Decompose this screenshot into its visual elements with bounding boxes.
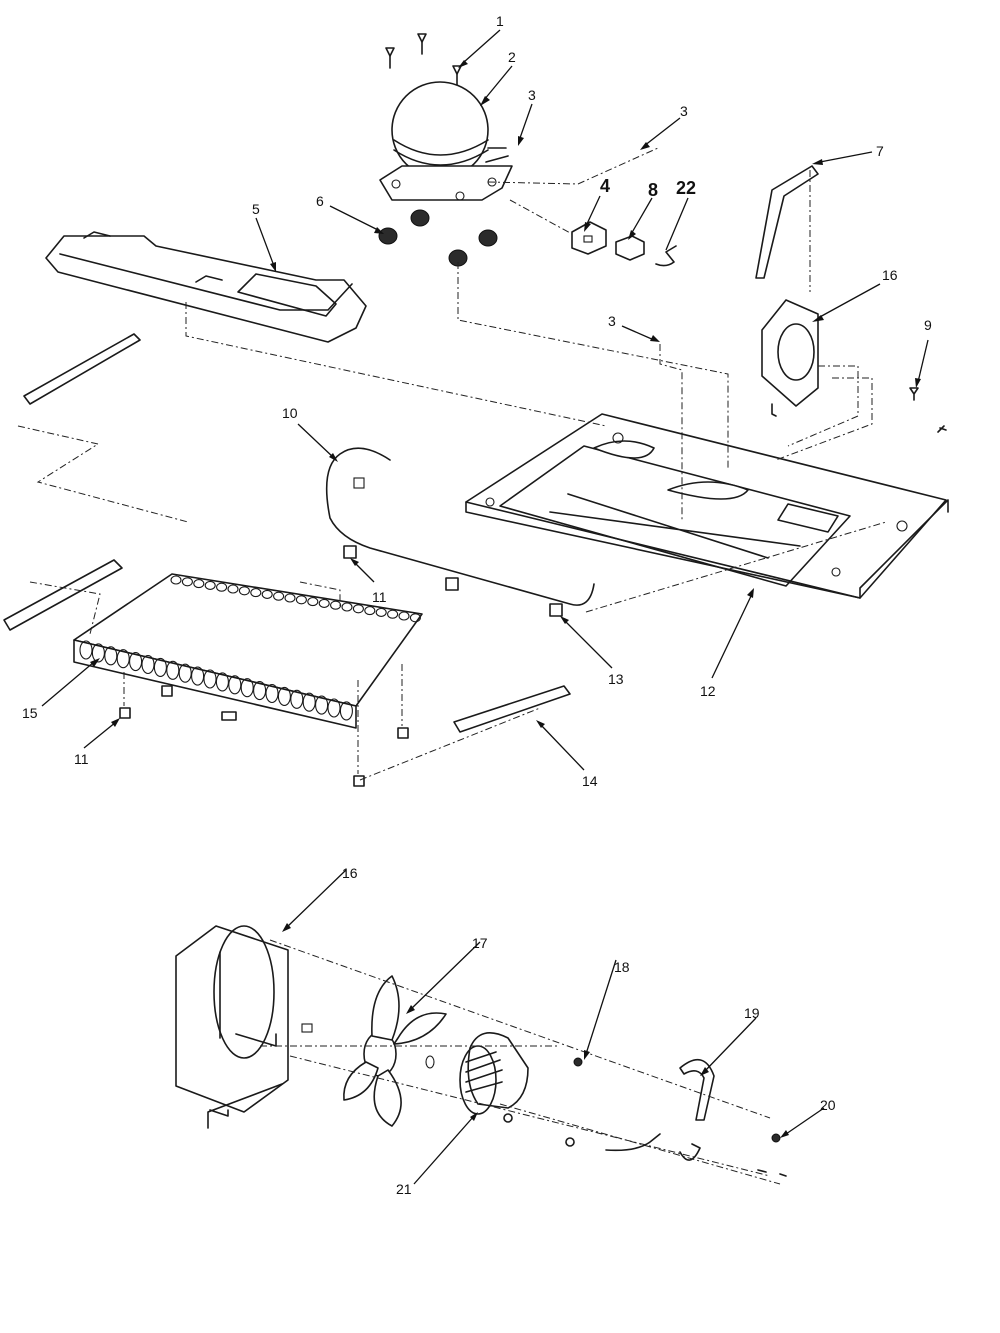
callout-11b: 11 xyxy=(74,751,89,767)
callout-12: 12 xyxy=(700,683,716,699)
callout-22: 22 xyxy=(676,178,696,198)
compressor xyxy=(379,81,513,201)
callout-9: 9 xyxy=(924,317,932,333)
callout-3c: 3 xyxy=(608,313,616,329)
callout-5: 5 xyxy=(252,201,260,217)
callout-18: 18 xyxy=(614,959,630,975)
callout-17: 17 xyxy=(472,935,488,951)
callout-14: 14 xyxy=(582,773,598,789)
callout-3a: 3 xyxy=(528,87,536,103)
motor-bracket xyxy=(679,1058,715,1121)
callout-16a: 16 xyxy=(882,267,898,283)
fan-shroud-lower xyxy=(175,925,289,1129)
callout-7: 7 xyxy=(876,143,884,159)
clips xyxy=(119,545,563,787)
callout-3b: 3 xyxy=(680,103,688,119)
callout-13: 13 xyxy=(608,671,624,687)
callout-19: 19 xyxy=(744,1005,760,1021)
relay xyxy=(571,221,607,255)
callout-4: 4 xyxy=(600,176,610,196)
callout-21: 21 xyxy=(396,1181,412,1197)
fan-shroud-upper xyxy=(761,299,819,417)
overload xyxy=(615,235,645,261)
callout-10: 10 xyxy=(282,405,298,421)
bracket-strip xyxy=(755,165,819,279)
fan-motor xyxy=(459,1032,529,1115)
screws-9 xyxy=(909,387,947,433)
base-plate xyxy=(465,413,949,599)
heater-wire xyxy=(325,447,595,606)
foam-strip-upper xyxy=(23,333,141,405)
callout-15: 15 xyxy=(22,705,38,721)
callout-11a: 11 xyxy=(372,589,387,605)
callout-6: 6 xyxy=(316,193,324,209)
relay-clip xyxy=(655,245,677,267)
mounting-hardware xyxy=(503,1057,787,1177)
compressor-screws xyxy=(385,33,462,87)
grommets xyxy=(378,209,498,267)
callout-2: 2 xyxy=(508,49,516,65)
assembly-lines xyxy=(17,147,887,781)
assembly-lines-lower xyxy=(260,939,781,1185)
condenser-coil xyxy=(73,573,423,729)
callout-labels: 1 2 3 3 4 8 22 6 5 7 16 9 3 10 11 13 12 … xyxy=(22,13,932,1197)
callout-8: 8 xyxy=(648,180,658,200)
callout-leaders xyxy=(41,29,929,1185)
drain-pan xyxy=(45,231,367,343)
callout-1: 1 xyxy=(496,13,504,29)
foam-strip-lower xyxy=(453,685,571,733)
foam-strip-middle xyxy=(3,559,123,631)
callout-16b: 16 xyxy=(342,865,358,881)
callout-20: 20 xyxy=(820,1097,836,1113)
fan-blade xyxy=(301,975,447,1127)
